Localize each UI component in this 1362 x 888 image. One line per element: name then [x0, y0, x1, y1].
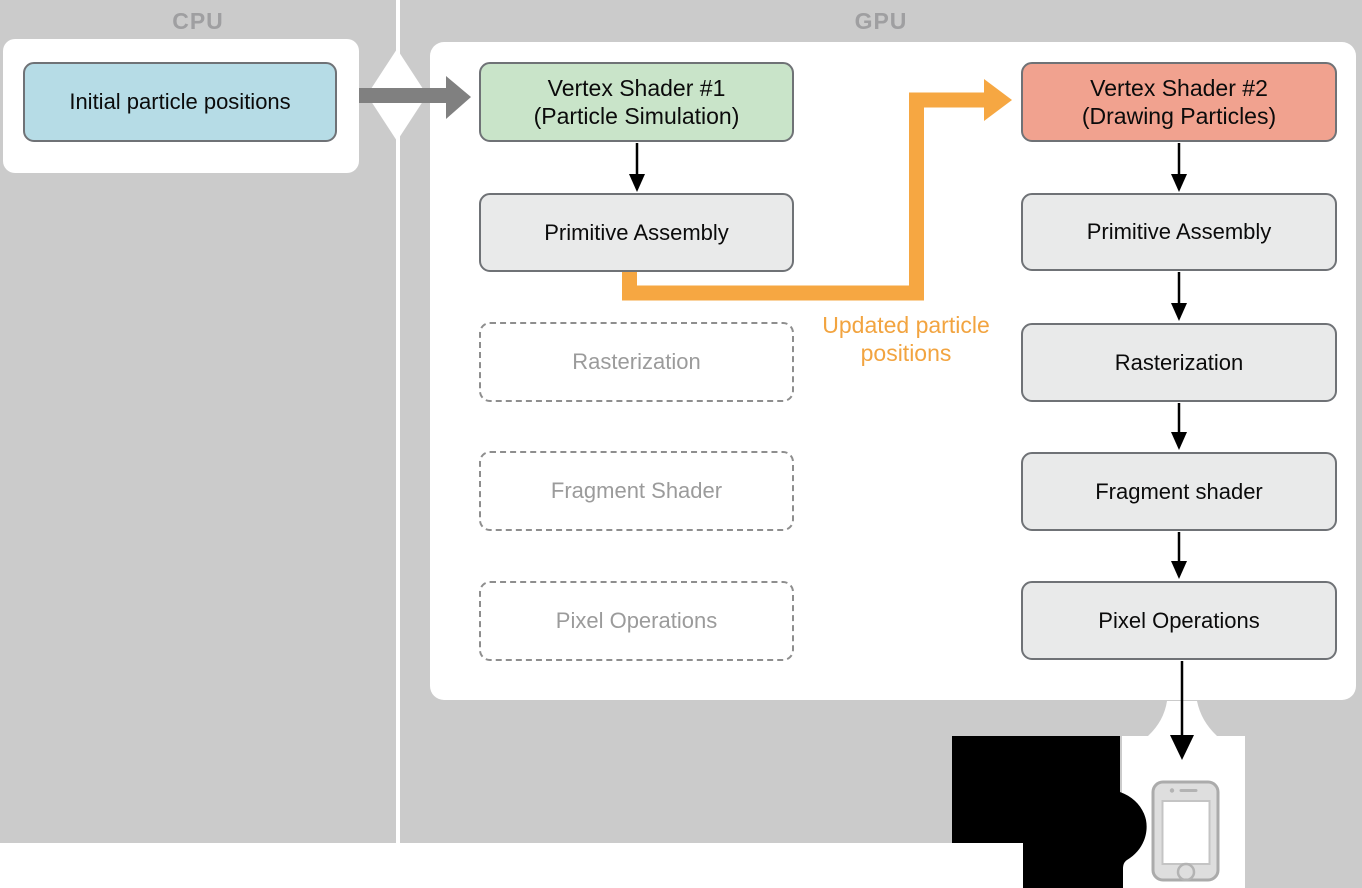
- node-initial-particle-positions: Initial particle positions: [23, 62, 337, 142]
- node-vertex-shader-2: Vertex Shader #2 (Drawing Particles): [1021, 62, 1337, 142]
- cpu-gpu-divider: [396, 0, 400, 843]
- feedback-label-line2: positions: [860, 340, 952, 366]
- node-label: Initial particle positions: [69, 89, 291, 114]
- feedback-arrow: [622, 79, 1012, 301]
- node-label-line1: Vertex Shader #1: [547, 75, 726, 101]
- node-label: Fragment shader: [1095, 478, 1263, 504]
- feedback-arrow-path: [622, 92, 984, 301]
- node-label: Fragment Shader: [550, 478, 723, 503]
- node-label: Rasterization: [1114, 349, 1244, 375]
- node-primitive-assembly-left: Primitive Assembly: [479, 193, 794, 272]
- node-label: Pixel Operations: [1098, 607, 1260, 633]
- node-label-line1: Vertex Shader #2: [1090, 75, 1268, 101]
- cpu-to-gpu-arrow-shaft: [359, 88, 446, 103]
- arrowhead: [1171, 303, 1187, 321]
- node-rasterization-left-disabled: Rasterization: [479, 322, 794, 402]
- node-pixel-operations-left-disabled: Pixel Operations: [479, 581, 794, 661]
- node-label: Primitive Assembly: [1086, 219, 1272, 244]
- node-label: Primitive Assembly: [544, 219, 729, 245]
- feedback-arrow-head: [984, 79, 1012, 121]
- feedback-arrow-label: Updated particle positions: [790, 311, 1022, 367]
- node-label: Rasterization: [572, 349, 701, 374]
- gpu-section-background-bottom-right: [1245, 843, 1362, 888]
- cpu-section-label: CPU: [172, 8, 224, 34]
- node-label: Pixel Operations: [555, 608, 718, 633]
- node-fragment-shader-left-disabled: Fragment Shader: [479, 451, 794, 531]
- arrowhead: [1170, 735, 1194, 760]
- node-fragment-shader-right: Fragment shader: [1021, 452, 1337, 531]
- cpu-to-gpu-arrow-head: [446, 76, 471, 119]
- node-label-line2: (Drawing Particles): [1081, 103, 1277, 129]
- gpu-section-label: GPU: [854, 8, 908, 34]
- arrowhead: [629, 174, 645, 192]
- arrowhead: [1171, 561, 1187, 579]
- flow-arrows: [635, 143, 1184, 737]
- arrowhead: [1171, 432, 1187, 450]
- node-pixel-operations-right: Pixel Operations: [1021, 581, 1337, 660]
- black-cropped-shape: [952, 736, 1147, 888]
- iphone-home-button: [1176, 862, 1196, 882]
- node-rasterization-right: Rasterization: [1021, 323, 1337, 402]
- feedback-label-line1: Updated particle: [822, 312, 990, 338]
- flow-arrow-heads: [629, 174, 1194, 760]
- node-primitive-assembly-right: Primitive Assembly: [1021, 193, 1337, 271]
- node-vertex-shader-1: Vertex Shader #1 (Particle Simulation): [479, 62, 794, 142]
- iphone-camera-dot: [1169, 788, 1175, 793]
- iphone-icon: [1151, 780, 1220, 882]
- node-label-line2: (Particle Simulation): [533, 103, 740, 129]
- arrowhead: [1171, 174, 1187, 192]
- iphone-screen: [1161, 800, 1211, 865]
- cpu-to-gpu-arrow: [359, 76, 471, 119]
